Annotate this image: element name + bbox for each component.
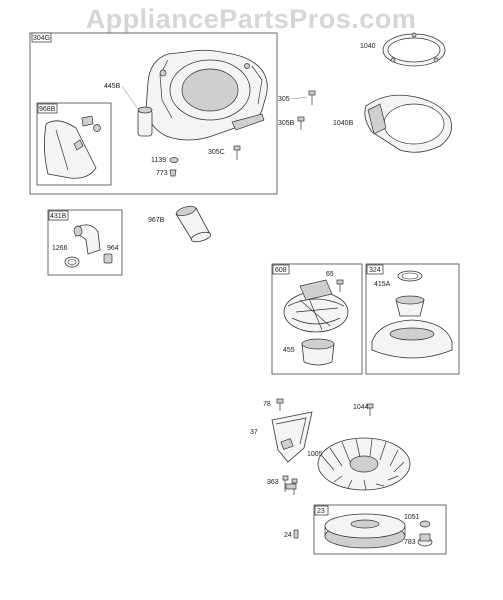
part-label-1005: 1005 — [307, 451, 323, 458]
group-324-label: 324 — [369, 267, 381, 274]
part-label-1051: 1051 — [404, 514, 420, 521]
part-label-1139: 1139 — [151, 157, 166, 164]
screw-part-305b — [297, 116, 305, 130]
part-label-305: 305 — [278, 96, 290, 103]
group-324-box — [365, 263, 460, 375]
gasket-part-1266 — [64, 256, 80, 268]
leader-305 — [290, 96, 308, 100]
group-431b-box — [47, 209, 123, 276]
flywheel-assembly-part-23 — [324, 513, 406, 549]
part-label-455: 455 — [283, 347, 295, 354]
tube-part-967b — [175, 205, 212, 243]
part-label-773: 773 — [156, 170, 168, 177]
screw-part-305 — [308, 90, 316, 105]
group-431b-label: 431B — [50, 213, 67, 220]
part-label-1040b: 1040B — [333, 120, 354, 127]
group-23-tag — [314, 505, 329, 516]
part-label-78: 78 — [263, 401, 271, 408]
air-guide-part-968b — [44, 115, 101, 179]
flywheel-cover-part-324 — [371, 319, 453, 359]
part-label-967b: 967B — [148, 217, 165, 224]
nut-part-1139 — [169, 157, 179, 163]
rewind-starter-part-608 — [283, 279, 349, 333]
part-label-24: 24 — [284, 532, 292, 539]
bolts-part-363 — [282, 475, 298, 495]
group-968b-label: 968B — [39, 106, 56, 113]
group-608-label: 608 — [275, 267, 287, 274]
part-label-964: 964 — [107, 245, 119, 252]
grommet-part-445b — [137, 106, 153, 137]
group-304g-tag — [31, 32, 52, 43]
leader-445b — [121, 85, 141, 113]
clip-part-773 — [169, 169, 177, 177]
elbow-part-431b — [73, 224, 101, 255]
group-304g-label: 304G — [33, 35, 50, 42]
screw-part-65 — [336, 279, 344, 292]
part-label-445b: 445B — [104, 83, 121, 90]
pin-part-24 — [293, 529, 299, 539]
gear-part-783 — [417, 533, 433, 547]
plug-part-964 — [103, 253, 113, 264]
washer-part-1051 — [419, 520, 431, 528]
part-label-305b: 305B — [278, 120, 295, 127]
part-label-305c: 305C — [208, 149, 225, 156]
part-label-363: 363 — [267, 479, 279, 486]
cup-part-455 — [301, 338, 335, 366]
group-608-box — [271, 263, 363, 375]
screw-part-78 — [276, 398, 284, 411]
group-968b-tag — [37, 103, 58, 114]
screw-part-1044 — [366, 403, 374, 416]
guard-ring-part-1040 — [382, 32, 446, 67]
part-label-415a: 415A — [374, 281, 391, 288]
ignition-armature-part-37 — [271, 411, 313, 463]
part-label-1044: 1044 — [353, 404, 369, 411]
part-label-37: 37 — [250, 429, 258, 436]
group-23-box — [313, 504, 447, 555]
blower-housing-part — [145, 49, 268, 141]
part-label-1040: 1040 — [360, 43, 376, 50]
group-431b-tag — [48, 210, 69, 221]
part-label-65: 65 — [326, 271, 334, 278]
group-304g-box — [29, 32, 278, 195]
screw-part-305c — [233, 145, 241, 160]
part-label-1266: 1266 — [52, 245, 68, 252]
site-watermark: AppliancePartsPros.com — [86, 4, 417, 34]
seal-ring-part-324 — [397, 270, 423, 282]
group-324-tag — [366, 264, 384, 275]
starter-cup-part-415a — [395, 295, 425, 317]
part-label-783: 783 — [404, 539, 416, 546]
flywheel-part-1005 — [317, 437, 411, 491]
rotating-screen-part-1040b — [364, 94, 453, 153]
group-608-tag — [272, 264, 290, 275]
group-23-label: 23 — [317, 508, 325, 515]
group-968b-box — [36, 102, 112, 186]
